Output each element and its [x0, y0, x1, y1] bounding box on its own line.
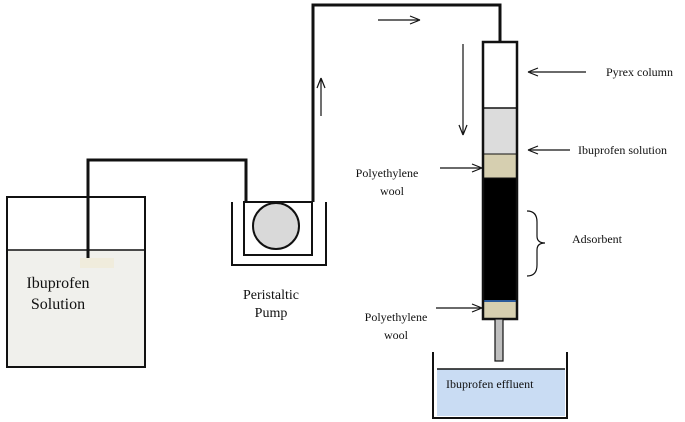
column-wool-bottom [482, 300, 518, 320]
reservoir-beaker: Ibuprofen Solution [6, 196, 146, 368]
column-wool-top [482, 153, 518, 179]
pyrex-column [481, 40, 519, 362]
reservoir-label-line2: Solution [31, 296, 85, 313]
pump-inner-box [243, 201, 313, 256]
reservoir-solution [7, 250, 145, 367]
inlet-tubing [80, 158, 248, 268]
svg-text:wool: wool [380, 184, 405, 198]
flow-arrows [316, 15, 468, 136]
flow-arrow-up [316, 77, 326, 116]
effluent-beaker-outline [432, 352, 568, 419]
label-polyethylene-wool-top: Polyethylene wool [356, 163, 483, 198]
effluent-beaker: Ibuprofen effluent [432, 352, 568, 419]
pump-rotor [252, 202, 300, 250]
effluent-liquid [437, 369, 565, 416]
svg-text:wool: wool [384, 328, 409, 342]
pump-label-line1: Peristaltic [243, 288, 299, 303]
svg-text:Ibuprofen solution: Ibuprofen solution [578, 143, 667, 157]
svg-text:Adsorbent: Adsorbent [572, 232, 623, 246]
flow-arrow-right [378, 15, 421, 25]
label-polyethylene-wool-bottom: Polyethylene wool [365, 303, 483, 342]
label-ibuprofen-solution: Ibuprofen solution [527, 143, 667, 157]
svg-text:Polyethylene: Polyethylene [365, 310, 428, 324]
outlet-tubing [311, 3, 502, 202]
reservoir-outline [6, 196, 146, 368]
column-outlet-tube [494, 318, 504, 362]
pump-label-line2: Pump [255, 306, 288, 321]
reservoir-label-line1: Ibuprofen [26, 275, 89, 292]
svg-text:Polyethylene: Polyethylene [356, 166, 419, 180]
peristaltic-pump: Peristaltic Pump [231, 201, 327, 321]
pump-housing [231, 202, 327, 266]
effluent-label: Ibuprofen effluent [446, 377, 534, 391]
label-adsorbent: Adsorbent [526, 210, 623, 277]
flow-arrow-down [458, 44, 468, 136]
tubing-inlet-tip [80, 258, 114, 268]
label-pyrex-column: Pyrex column [527, 65, 673, 79]
svg-text:Pyrex column: Pyrex column [606, 65, 673, 79]
column-adsorbent-bed [482, 177, 518, 302]
column-solution [483, 108, 517, 154]
